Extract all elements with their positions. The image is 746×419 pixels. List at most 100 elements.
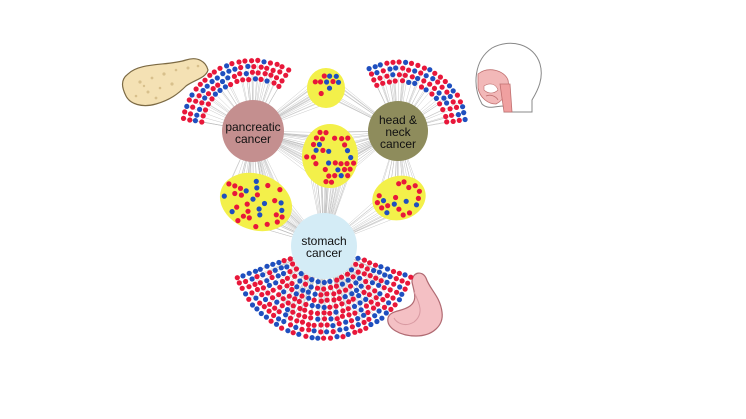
gene-node bbox=[267, 60, 273, 66]
gene-node bbox=[402, 205, 408, 211]
gene-node bbox=[364, 266, 370, 272]
gene-node bbox=[268, 72, 274, 78]
gene-node bbox=[400, 65, 406, 71]
gene-node bbox=[263, 314, 269, 320]
gene-node bbox=[385, 203, 391, 209]
gene-node bbox=[299, 319, 306, 325]
gene-node bbox=[309, 335, 315, 341]
gene-node bbox=[406, 67, 412, 73]
gene-node bbox=[264, 65, 270, 71]
gene-node bbox=[403, 59, 409, 65]
gene-node bbox=[314, 310, 321, 316]
gene-node bbox=[267, 203, 273, 209]
gene-node bbox=[368, 71, 375, 77]
gene-node bbox=[273, 280, 279, 286]
gene-node bbox=[303, 274, 309, 280]
gene-node bbox=[296, 312, 302, 318]
gene-node bbox=[243, 291, 249, 297]
gene-node bbox=[327, 310, 333, 316]
gene-node bbox=[329, 154, 335, 160]
gene-node bbox=[311, 328, 317, 334]
gene-node bbox=[303, 333, 309, 339]
gene-node bbox=[392, 78, 398, 84]
gene-node bbox=[318, 292, 324, 298]
gene-node bbox=[423, 73, 429, 79]
gene-node bbox=[258, 76, 264, 82]
gene-node bbox=[344, 271, 351, 277]
gene-node bbox=[336, 296, 342, 302]
gene-node bbox=[396, 206, 402, 212]
gene-node bbox=[273, 212, 279, 218]
gene-node bbox=[324, 79, 330, 85]
gene-node bbox=[380, 80, 386, 86]
gene-node bbox=[308, 284, 314, 290]
gene-node bbox=[402, 286, 408, 292]
gene-node bbox=[249, 58, 255, 64]
gene-node bbox=[243, 278, 249, 285]
gene-node bbox=[315, 73, 321, 80]
gene-node bbox=[339, 281, 345, 287]
gene-node bbox=[312, 291, 318, 297]
gene-node bbox=[367, 260, 373, 266]
gene-node bbox=[320, 161, 326, 167]
gene-node bbox=[209, 96, 215, 102]
gene-node bbox=[269, 274, 275, 281]
gene-node bbox=[363, 296, 369, 302]
gene-node bbox=[376, 193, 382, 199]
gene-node bbox=[406, 79, 412, 85]
gene-node bbox=[375, 301, 381, 307]
gene-node bbox=[229, 61, 235, 67]
gene-node bbox=[285, 328, 291, 334]
gene-node bbox=[265, 290, 271, 296]
gene-node bbox=[311, 297, 317, 303]
gene-node bbox=[387, 66, 393, 72]
gene-node bbox=[374, 70, 380, 76]
gene-node bbox=[408, 60, 415, 66]
gene-node bbox=[324, 329, 330, 335]
gene-node bbox=[390, 72, 396, 78]
gene-node bbox=[252, 76, 258, 82]
pancreas-icon bbox=[121, 58, 209, 107]
gene-node bbox=[345, 306, 351, 312]
gene-node bbox=[286, 293, 292, 299]
gene-node bbox=[407, 178, 413, 184]
gene-node bbox=[317, 79, 324, 85]
gene-node bbox=[315, 97, 321, 103]
gene-node bbox=[384, 293, 390, 299]
gene-node bbox=[333, 309, 339, 315]
gene-node bbox=[379, 205, 385, 211]
gene-node bbox=[376, 269, 382, 275]
gene-node bbox=[243, 71, 249, 77]
gene-node bbox=[357, 328, 363, 334]
gene-node bbox=[320, 147, 326, 153]
gene-node bbox=[396, 72, 402, 78]
gene-node bbox=[180, 115, 187, 121]
gene-node bbox=[410, 189, 416, 196]
gene-node bbox=[393, 65, 399, 71]
gene-node bbox=[308, 309, 314, 316]
gene-node bbox=[330, 78, 336, 85]
hub-stomach-cancer: stomach cancer bbox=[291, 213, 357, 279]
gene-node bbox=[439, 84, 445, 90]
gene-node bbox=[274, 219, 280, 225]
gene-node bbox=[261, 59, 267, 65]
gene-node bbox=[326, 173, 332, 179]
gene-node bbox=[418, 84, 425, 90]
gene-node bbox=[236, 280, 242, 286]
gene-node bbox=[339, 85, 345, 91]
gene-node bbox=[224, 63, 230, 69]
gene-node bbox=[296, 298, 302, 305]
gene-node bbox=[271, 312, 277, 318]
gene-node bbox=[238, 64, 244, 71]
gene-node bbox=[397, 200, 403, 206]
gene-node bbox=[257, 300, 263, 306]
gene-node bbox=[318, 329, 324, 335]
gene-node bbox=[313, 147, 319, 153]
gene-node bbox=[252, 218, 258, 224]
hub-circle bbox=[291, 213, 357, 279]
hub-label: stomach bbox=[301, 234, 346, 248]
gene-node bbox=[461, 110, 467, 116]
gene-node bbox=[331, 297, 337, 303]
gene-node bbox=[443, 113, 449, 120]
gene-node bbox=[440, 107, 446, 113]
